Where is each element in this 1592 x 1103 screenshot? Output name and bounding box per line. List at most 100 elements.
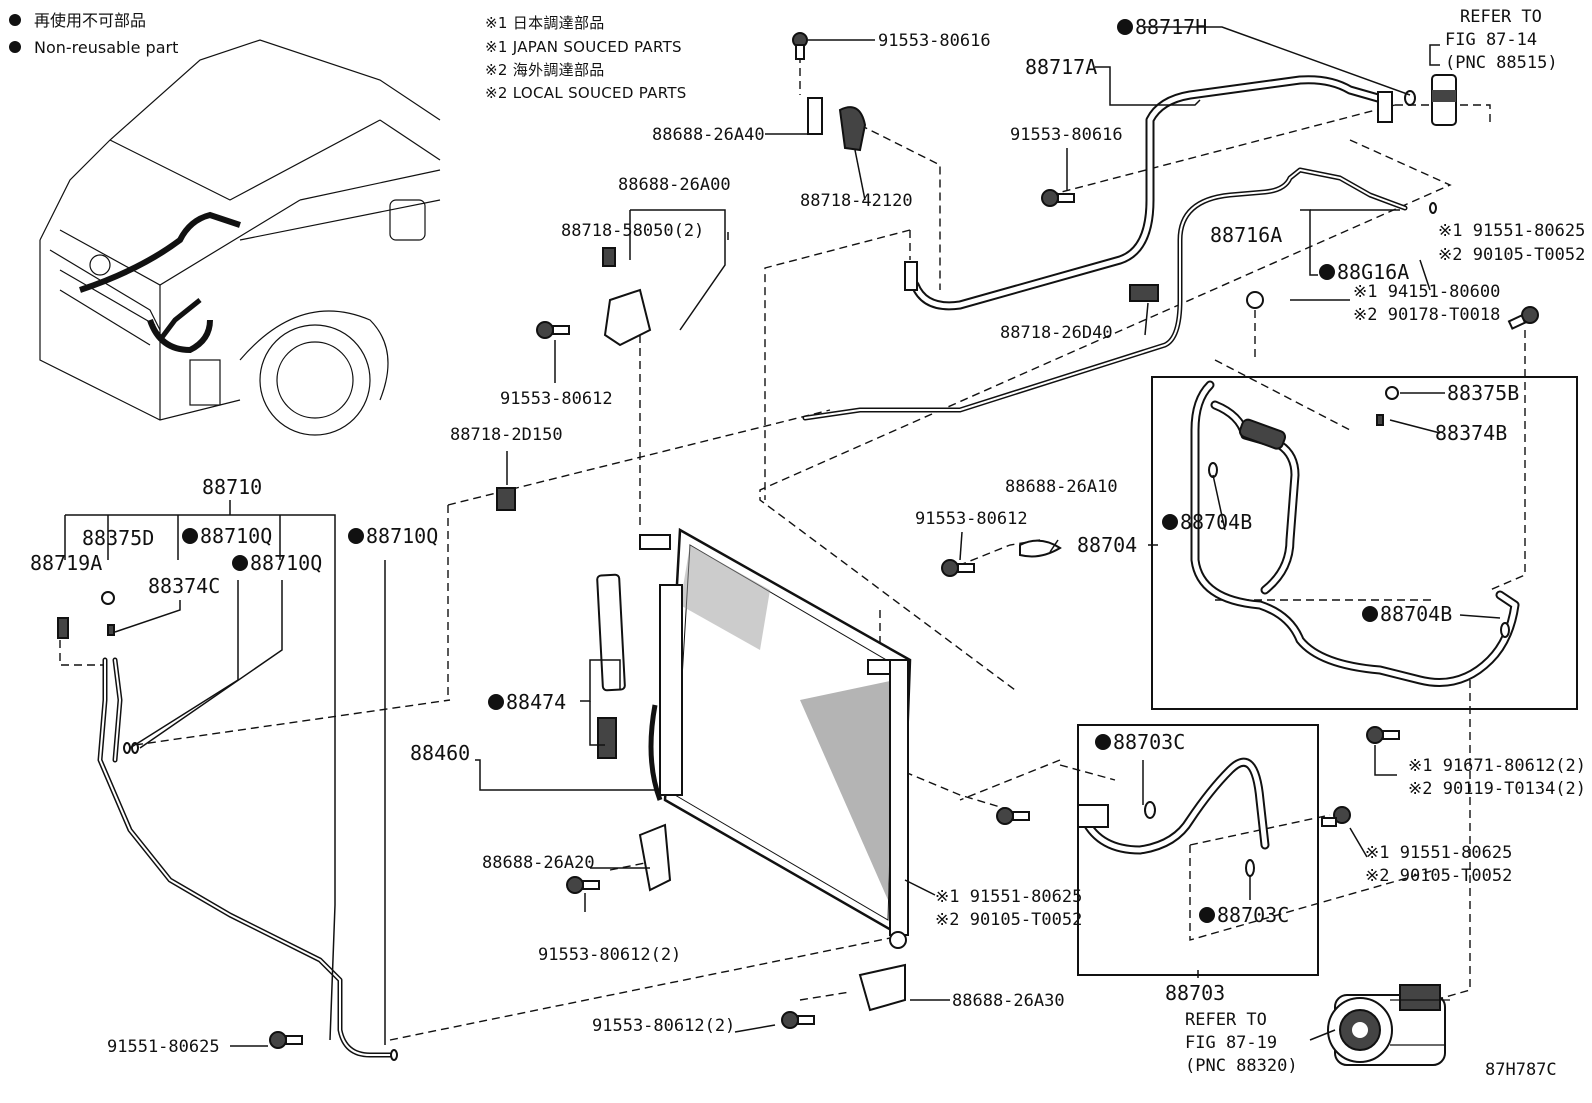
non-reusable-bullet-icon <box>348 528 364 544</box>
label-88710Q-1: 88710Q <box>200 524 272 548</box>
pressure-switch-icon <box>1431 74 1457 126</box>
label-88374B: 88374B <box>1435 421 1507 445</box>
label-n1-91551-80625-c: ※1 91551-80625 <box>1365 843 1512 863</box>
o-ring-icon <box>1245 859 1255 877</box>
non-reusable-bullet-icon <box>488 694 504 710</box>
label-88374C: 88374C <box>148 574 220 598</box>
label-88718-2D150: 88718-2D150 <box>450 425 563 445</box>
kit-box-88704 <box>1151 376 1578 710</box>
non-reusable-bullet-icon <box>1199 907 1215 923</box>
note-2-jp: ※2 海外調達部品 <box>485 61 605 79</box>
dashed-leaders <box>59 55 1526 1041</box>
legend-jp: 再使用不可部品 <box>34 11 146 30</box>
note-1-en: ※1 JAPAN SOUCED PARTS <box>485 38 682 56</box>
leader-lines <box>64 26 1501 1047</box>
bracket-icon <box>638 823 672 892</box>
cap-icon <box>101 591 115 605</box>
label-88G16A: 88G16A <box>1337 260 1409 284</box>
label-n1-91551-80625-b: ※1 91551-80625 <box>935 887 1082 907</box>
label-88718-26D40: 88718-26D40 <box>1000 323 1113 343</box>
label-91551-80625: 91551-80625 <box>107 1037 220 1057</box>
label-88474: 88474 <box>506 690 566 714</box>
label-88375B: 88375B <box>1447 381 1519 405</box>
non-reusable-bullet-icon <box>1162 514 1178 530</box>
clip-icon <box>496 487 516 511</box>
label-n2-90178-T0018: ※2 90178-T0018 <box>1353 305 1500 325</box>
label-88703C-2: 88703C <box>1217 903 1289 927</box>
label-n2-90105-T0052-b: ※2 90105-T0052 <box>935 910 1082 930</box>
o-ring-icon <box>1208 462 1218 478</box>
label-88688-26A00: 88688-26A00 <box>618 175 731 195</box>
ref-line: REFER TO <box>1460 7 1542 27</box>
label-88710Q-2: 88710Q <box>250 551 322 575</box>
o-ring-icon <box>390 1049 398 1061</box>
cap-icon <box>1385 386 1399 400</box>
compressor-88320 <box>1327 984 1450 1066</box>
bolt-icon <box>269 1031 303 1049</box>
label-n1-94151-80600: ※1 94151-80600 <box>1353 282 1500 302</box>
label-88375D: 88375D <box>82 526 154 550</box>
bolt-icon <box>1366 726 1400 744</box>
sourcing-notes: ※1 日本調達部品 ※1 JAPAN SOUCED PARTS ※2 海外調達部… <box>485 14 687 102</box>
label-88719A: 88719A <box>30 551 102 575</box>
bolt-icon <box>566 876 600 894</box>
bracket-icon <box>1019 539 1062 558</box>
label-n2-90105-T0052-c: ※2 90105-T0052 <box>1365 866 1512 886</box>
non-reusable-bullet-icon <box>232 555 248 571</box>
label-88710Q-3: 88710Q <box>366 524 438 548</box>
ref-line: REFER TO <box>1185 1010 1267 1030</box>
label-91553-80616: 91553-80616 <box>878 31 991 51</box>
label-88704B-2: 88704B <box>1380 602 1452 626</box>
part-labels: 91553-80616 88717H 88717A 88688-26A40 91… <box>30 15 1586 1057</box>
bolt-icon <box>1321 806 1351 827</box>
nut-icon <box>1246 291 1264 309</box>
valve-core-icon <box>1376 414 1384 426</box>
label-91553-80612-2-b: 91553-80612(2) <box>592 1016 735 1036</box>
non-reusable-bullet-icon <box>9 14 21 26</box>
diagram-code: 87H787C <box>1485 1060 1557 1080</box>
label-91553-80616-mid: 91553-80616 <box>1010 125 1123 145</box>
bolt-icon <box>941 559 975 577</box>
bolt-icon <box>1041 189 1075 207</box>
ref-line: FIG 87-19 <box>1185 1033 1277 1053</box>
bracket-icon <box>838 106 867 152</box>
non-reusable-bullet-icon <box>9 41 21 53</box>
label-88688-26A10: 88688-26A10 <box>1005 477 1118 497</box>
label-88704B-1: 88704B <box>1180 510 1252 534</box>
clip-icon <box>1129 284 1159 302</box>
ref-line: FIG 87-14 <box>1445 30 1537 50</box>
bolt-icon <box>1507 306 1539 330</box>
note-2-en: ※2 LOCAL SOUCED PARTS <box>485 84 687 102</box>
label-91553-80612-a: 91553-80612 <box>500 389 613 409</box>
label-88716A: 88716A <box>1210 223 1282 247</box>
label-88703C-1: 88703C <box>1113 730 1185 754</box>
ref-line: (PNC 88515) <box>1445 53 1558 73</box>
non-reusable-bullet-icon <box>1319 264 1335 280</box>
bracket-icon <box>858 963 906 1012</box>
o-ring-icon <box>1429 202 1437 214</box>
bolt-icon <box>536 321 570 339</box>
label-n2-90105-T0052-a: ※2 90105-T0052 <box>1438 245 1585 265</box>
label-88717A: 88717A <box>1025 55 1097 79</box>
label-88688-26A20: 88688-26A20 <box>482 853 595 873</box>
o-ring-icon <box>1144 801 1156 819</box>
label-n2-90119-T0134: ※2 90119-T0134(2) <box>1408 779 1586 799</box>
valve-core-icon <box>107 624 115 636</box>
legend: 再使用不可部品 Non-reusable part <box>9 11 178 57</box>
label-n1-91671-80612: ※1 91671-80612(2) <box>1408 756 1586 776</box>
label-88703: 88703 <box>1165 981 1225 1005</box>
small-parts <box>57 32 1539 1061</box>
label-88460: 88460 <box>410 741 470 765</box>
o-ring-icon <box>1500 622 1510 638</box>
vehicle-illustration <box>39 39 441 436</box>
bracket-icon <box>807 97 823 135</box>
label-91553-80612-2-a: 91553-80612(2) <box>538 945 681 965</box>
reference-bottom-right: REFER TO FIG 87-19 (PNC 88320) <box>1185 1010 1298 1076</box>
label-88710: 88710 <box>202 475 262 499</box>
label-88688-26A30: 88688-26A30 <box>952 991 1065 1011</box>
label-n1-91551-80625-a: ※1 91551-80625 <box>1438 221 1585 241</box>
label-88688-26A40: 88688-26A40 <box>652 125 765 145</box>
label-88704: 88704 <box>1077 533 1137 557</box>
label-88717H: 88717H <box>1135 15 1207 39</box>
